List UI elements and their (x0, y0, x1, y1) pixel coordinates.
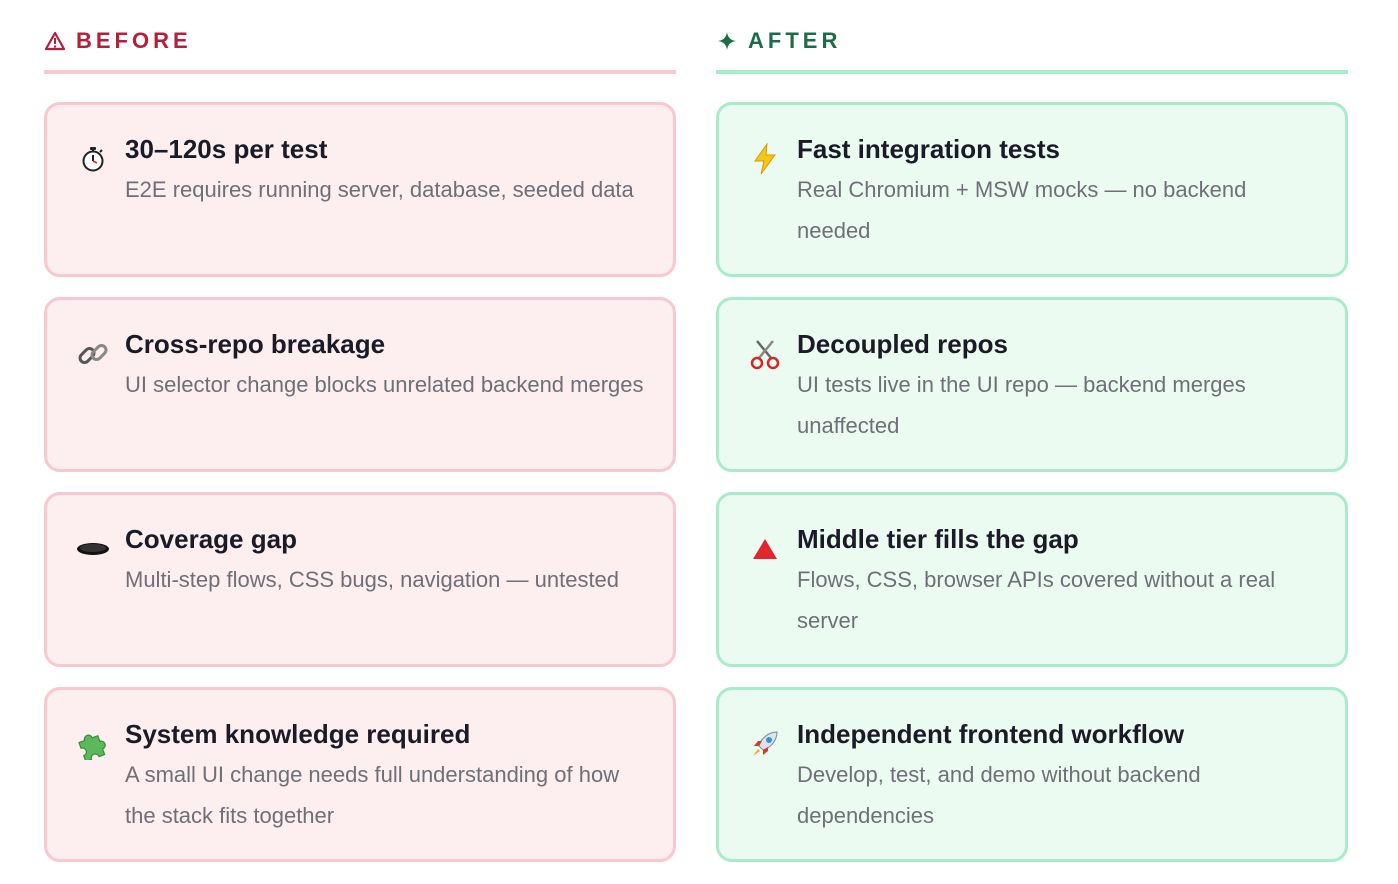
puzzle-icon (75, 726, 111, 762)
stopwatch-icon (75, 141, 111, 177)
card-description: Multi-step flows, CSS bugs, navigation —… (125, 567, 620, 592)
before-label: BEFORE (76, 28, 192, 53)
card-description: UI tests live in the UI repo — backend m… (797, 372, 1246, 438)
card-description: Flows, CSS, browser APIs covered without… (797, 567, 1276, 633)
after-card-middle-tier: Middle tier fills the gap Flows, CSS, br… (716, 492, 1348, 667)
before-card-breakage: Cross-repo breakage UI selector change b… (44, 297, 676, 472)
before-card-knowledge: System knowledge required A small UI cha… (44, 687, 676, 862)
scissors-icon (747, 336, 783, 372)
before-card-coverage: Coverage gap Multi-step flows, CSS bugs,… (44, 492, 676, 667)
card-title: Decoupled repos (797, 329, 1008, 359)
card-description: A small UI change needs full understandi… (125, 762, 620, 828)
after-card-decoupled: Decoupled repos UI tests live in the UI … (716, 297, 1348, 472)
card-description: E2E requires running server, database, s… (125, 177, 634, 202)
lightning-icon (747, 141, 783, 177)
warning-icon (44, 28, 66, 54)
after-header: AFTER (716, 0, 1348, 74)
card-title: 30–120s per test (125, 134, 328, 164)
sparkle-icon (716, 28, 738, 54)
card-description: Real Chromium + MSW mocks — no backend n… (797, 177, 1247, 243)
card-title: Middle tier fills the gap (797, 524, 1079, 554)
before-card-speed: 30–120s per test E2E requires running se… (44, 102, 676, 277)
after-column: AFTER Fast integration tests Real Chromi… (716, 0, 1348, 862)
card-title: Cross-repo breakage (125, 329, 386, 359)
after-label: AFTER (748, 28, 842, 53)
card-title: Independent frontend workflow (797, 719, 1185, 749)
card-description: Develop, test, and demo without backend … (797, 762, 1201, 828)
before-column: BEFORE 30–120s per test E2E requires run… (44, 0, 676, 862)
card-title: System knowledge required (125, 719, 471, 749)
before-header: BEFORE (44, 0, 676, 74)
red-triangle-icon (747, 531, 783, 567)
card-title: Fast integration tests (797, 134, 1060, 164)
rocket-icon (747, 726, 783, 762)
card-description: UI selector change blocks unrelated back… (125, 372, 644, 397)
hole-icon (75, 531, 111, 567)
card-title: Coverage gap (125, 524, 297, 554)
link-icon (75, 336, 111, 372)
after-card-independent: Independent frontend workflow Develop, t… (716, 687, 1348, 862)
after-card-speed: Fast integration tests Real Chromium + M… (716, 102, 1348, 277)
